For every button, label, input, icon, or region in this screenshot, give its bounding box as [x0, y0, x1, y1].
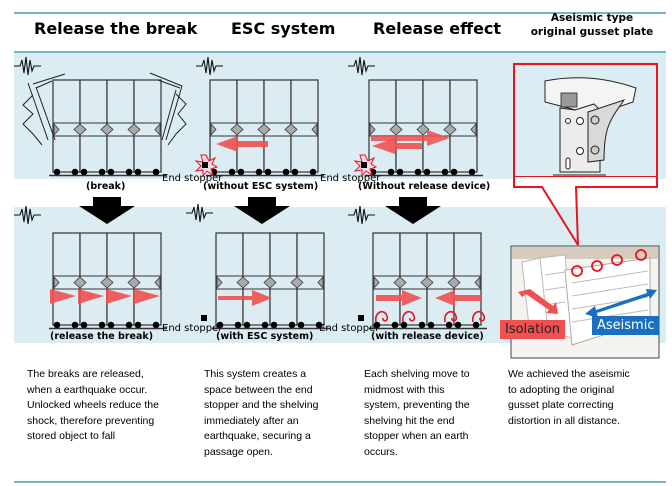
caption-with-esc: (with ESC system): [216, 331, 314, 342]
seismograph-icon: [195, 56, 224, 76]
description-line: immediately after an: [204, 414, 299, 427]
arrow-left-icon: [435, 290, 481, 306]
shelving-photo: [510, 245, 660, 359]
description-line: gusset plate correcting: [508, 399, 614, 412]
description-line: distortion in all distance.: [508, 414, 621, 427]
description-line: shock, therefore preventing: [27, 414, 155, 427]
description-esc-system: This system creates a space between the …: [204, 367, 344, 461]
arrow-left-icon: [372, 138, 422, 154]
description-line: system, preventing the: [364, 399, 470, 412]
title-gusset-plate: Aseismic type original gusset plate: [522, 11, 662, 39]
description-line: when a earthquake occur.: [27, 383, 148, 396]
down-arrow-icon: [234, 197, 290, 224]
end-stopper-label: End stopper: [162, 323, 223, 334]
arrow-right-icon: [376, 290, 422, 306]
rack-without-esc: [195, 79, 325, 177]
description-line: This system creates a: [204, 368, 307, 380]
description-line: passage open.: [204, 445, 273, 458]
description-line: stored object to fall: [27, 430, 116, 443]
top-rule: [14, 12, 666, 14]
description-line: stopper and the shelving: [204, 399, 319, 412]
description-gusset-plate: We achieved the aseismic to adopting the…: [508, 367, 668, 429]
gusset-plate-callout: [513, 63, 658, 246]
rack-with-esc: [201, 232, 331, 330]
aseismic-arrow-icon: [585, 289, 657, 318]
description-line: Each shelving move to: [364, 368, 470, 380]
arrow-left-icon: [216, 136, 268, 152]
seismograph-icon: [185, 203, 214, 223]
rack-release-the-break: [48, 232, 168, 330]
description-line: shelving hit the end: [364, 414, 455, 427]
description-line: occurs.: [364, 445, 398, 458]
title-esc-system: ESC system: [231, 19, 336, 38]
caption-break: (break): [86, 181, 126, 192]
arrow-right-icon: [50, 289, 160, 304]
bottom-rule: [14, 481, 666, 483]
rack-without-release: [354, 79, 484, 177]
caption-release-the-break: (release the break): [50, 331, 154, 342]
seismograph-icon: [347, 56, 376, 76]
description-line: to adopting the original: [508, 383, 615, 396]
title-release-effect: Release effect: [373, 19, 502, 38]
seismograph-icon: [347, 205, 376, 225]
rack-break: [22, 72, 187, 177]
description-release-the-break: The breaks are released, when a earthqua…: [27, 367, 192, 445]
gusset-plate-illustration: [544, 77, 637, 176]
highlight-circle: [571, 265, 583, 277]
title-release-the-break: Release the break: [34, 19, 198, 38]
isolation-arrow-icon: [518, 289, 558, 314]
aseismic-tag: Aseismic: [592, 316, 660, 335]
down-arrow-icon: [79, 197, 135, 224]
seismograph-icon: [13, 205, 42, 225]
caption-without-esc: (without ESC system): [203, 181, 319, 192]
description-line: space between the end: [204, 383, 313, 396]
seismograph-icon: [13, 56, 42, 76]
description-line: earthquake, securing a: [204, 430, 311, 443]
rack-with-release: [358, 232, 488, 330]
description-line: Unlocked wheels reduce the: [27, 399, 159, 412]
description-line: stopper when an earth: [364, 430, 469, 443]
description-line: The breaks are released,: [27, 368, 144, 380]
end-stopper-label: End stopper: [162, 173, 223, 184]
arrow-right-icon: [218, 290, 272, 306]
description-line: midmost with this: [364, 383, 445, 396]
title-gusset-line-2: original gusset plate: [530, 26, 654, 38]
description-release-effect: Each shelving move to midmost with this …: [364, 367, 499, 461]
caption-with-release: (with release device): [371, 331, 484, 342]
isolation-tag: Isolation: [500, 320, 566, 339]
down-arrow-icon: [385, 197, 441, 224]
title-gusset-line-1: Aseismic type: [550, 12, 634, 24]
end-stopper-label: End stopper: [320, 173, 381, 184]
caption-without-release: (Without release device): [358, 181, 491, 192]
arrow-right-icon: [371, 130, 450, 146]
end-stopper-label: End stopper: [319, 323, 380, 334]
description-line: We achieved the aseismic: [508, 368, 630, 380]
